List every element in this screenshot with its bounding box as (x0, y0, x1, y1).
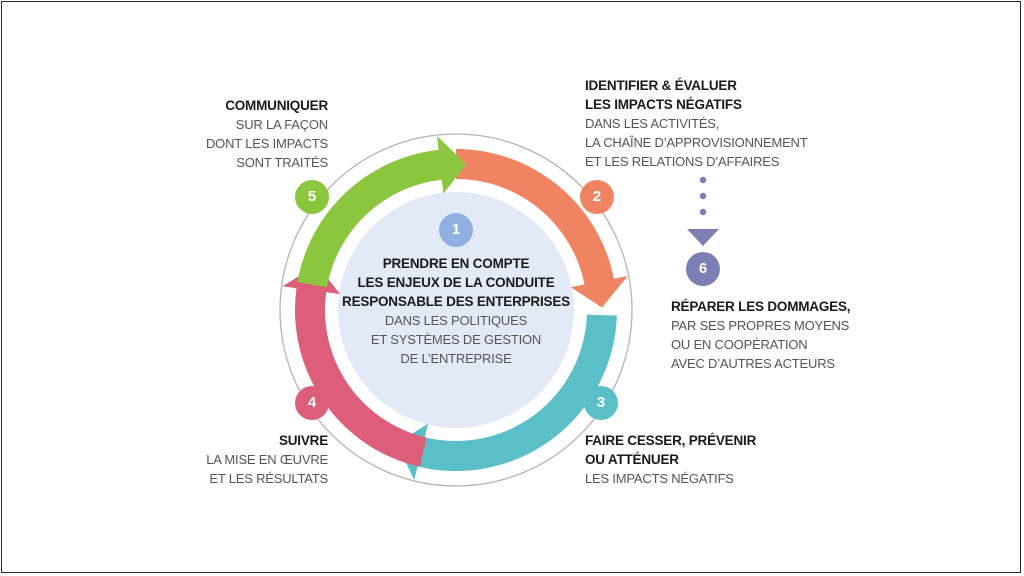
step-5-arrow (297, 136, 467, 288)
step-4-desc-line: LA MISE EN ŒUVRE (206, 452, 328, 467)
step-4-badge: 4 (295, 386, 329, 420)
step-1-title-line: RESPONSABLE DES ENTERPRISES (342, 294, 570, 309)
step-5-desc-line: SONT TRAITÉS (236, 155, 328, 170)
step-4-label: SUIVRE LA MISE EN ŒUVRE ET LES RÉSULTATS (188, 431, 328, 488)
step-4-desc-line: ET LES RÉSULTATS (209, 471, 328, 486)
step-2-label: IDENTIFIER & ÉVALUER LES IMPACTS NÉGATIF… (585, 76, 825, 171)
step-3-badge: 3 (584, 386, 618, 420)
step-1-title-line: LES ENJEUX DE LA CONDUITE (357, 275, 555, 290)
step-1-title-line: PRENDRE EN COMPTE (382, 256, 530, 271)
step-4-arrow (282, 264, 427, 467)
step-3-title-line: OU ATTÉNUER (585, 452, 679, 467)
step-6-title-line: RÉPARER LES DOMMAGES, (671, 299, 851, 314)
step-1-desc-line: DANS LES POLITIQUES (384, 313, 528, 328)
step-2-badge: 2 (580, 180, 614, 214)
step-6-label: RÉPARER LES DOMMAGES, PAR SES PROPRES MO… (671, 297, 871, 373)
step-6-desc-line: PAR SES PROPRES MOYENS (671, 318, 850, 333)
step-1-desc-line: ET SYSTÈMES DE GESTION (370, 332, 542, 347)
step-5-desc-line: SUR LA FAÇON (235, 117, 328, 132)
step-5-badge: 5 (295, 180, 329, 214)
repair-dotted-connector (687, 176, 719, 246)
step-6-desc-line: OU EN COOPÉRATION (671, 337, 808, 352)
step-2-desc-line: DANS LES ACTIVITÉS, (585, 116, 720, 131)
step-2-arrow (456, 149, 628, 308)
step-6-badge: 6 (686, 252, 720, 286)
step-5-desc-line: DONT LES IMPACTS (205, 136, 328, 151)
step-5-label: COMMUNIQUER SUR LA FAÇON DONT LES IMPACT… (188, 96, 328, 172)
step-2-title-line: LES IMPACTS NÉGATIFS (585, 97, 742, 112)
step-2-desc-line: LA CHAÎNE D’APPROVISIONNEMENT (585, 135, 808, 150)
step-1-badge: 1 (439, 213, 473, 247)
step-3-desc-line: LES IMPACTS NÉGATIFS (585, 471, 734, 486)
center-disc (338, 192, 574, 428)
step-3-title-line: FAIRE CESSER, PRÉVENIR (585, 433, 757, 448)
step-2-title-line: IDENTIFIER & ÉVALUER (585, 78, 737, 93)
step-2-desc-line: ET LES RELATIONS D’AFFAIRES (585, 154, 780, 169)
step-4-title-line: SUIVRE (278, 433, 328, 448)
step-6-desc-line: AVEC D’AUTRES ACTEURS (671, 356, 835, 371)
down-arrow-icon (687, 229, 719, 246)
step-1-label: PRENDRE EN COMPTE LES ENJEUX DE LA CONDU… (326, 254, 586, 368)
step-1-desc-line: DE L’ENTREPRISE (400, 351, 512, 366)
outer-ring (279, 133, 633, 487)
step-5-title-line: COMMUNIQUER (225, 98, 328, 113)
step-3-label: FAIRE CESSER, PRÉVENIR OU ATTÉNUER LES I… (585, 431, 785, 488)
